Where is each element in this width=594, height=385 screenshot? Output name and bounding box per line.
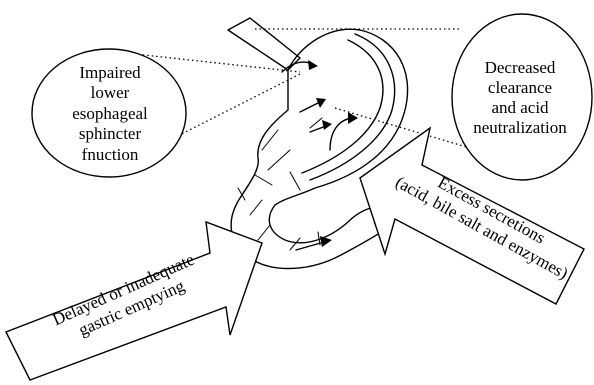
sphincter-label-line-5: fnuction — [82, 145, 139, 164]
esophagus — [228, 18, 300, 70]
flow-arrow-upper — [300, 102, 320, 112]
sphincter-label-line-4: sphincter — [79, 124, 142, 143]
stomach-wall-inner-2 — [302, 40, 383, 173]
clearance-label-line-2: clearance — [488, 78, 552, 97]
clearance-label-line-3: and acid — [491, 98, 549, 117]
flow-arrowhead-duodenum — [320, 236, 332, 247]
sphincter-label-line-1: Impaired — [79, 63, 141, 82]
emptying-arrow: Delayed or inadequate gastric emptying — [6, 222, 262, 380]
clearance-bubble: Decreased clearance and acid neutralizat… — [452, 14, 592, 180]
sphincter-label-line-2: lower — [91, 83, 130, 102]
sphincter-bubble: Impaired lower esophageal sphincter fnuc… — [32, 49, 186, 177]
clearance-label-line-4: neutralization — [473, 118, 567, 137]
clearance-label-line-1: Decreased — [485, 58, 556, 77]
flow-arrowhead-reflux — [308, 60, 318, 70]
stomach-folds — [238, 118, 322, 250]
clearance-ellipse — [452, 14, 592, 180]
sphincter-label-line-3: esophageal — [72, 104, 148, 123]
flow-arrowhead-middle — [322, 120, 332, 130]
stomach-wall-inner — [310, 34, 395, 180]
